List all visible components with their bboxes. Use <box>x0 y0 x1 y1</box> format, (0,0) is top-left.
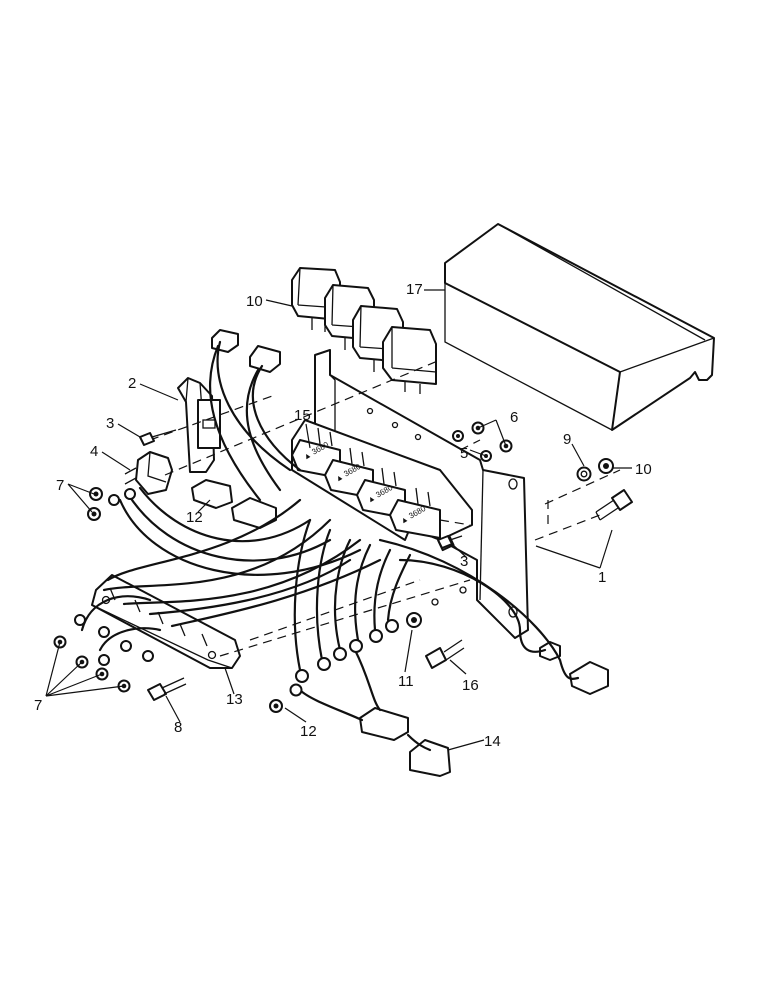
bolt-1 <box>595 489 633 521</box>
callout-7-upper: 7 <box>56 477 64 494</box>
connector-12-left-a <box>191 479 233 509</box>
callout-16: 16 <box>462 677 479 694</box>
callout-12-bottom: 14 <box>484 733 501 750</box>
relays-13 <box>291 267 437 394</box>
callout-7-lower: 7 <box>34 697 42 714</box>
washer-9 <box>576 466 592 482</box>
washer-4 <box>452 430 464 442</box>
ring-terminal <box>385 619 399 633</box>
callout-4: 5 <box>460 445 468 462</box>
screw-3-upper <box>139 429 177 446</box>
cover-17 <box>444 223 715 431</box>
callout-13: 10 <box>246 293 263 310</box>
ring-terminal <box>98 626 110 638</box>
ring-terminal <box>317 657 331 671</box>
nut-7 <box>117 679 131 693</box>
relay <box>382 326 437 394</box>
callout-3-upper: 3 <box>106 415 114 432</box>
clip-2 <box>177 377 221 473</box>
nut-11 <box>269 699 283 713</box>
ring-terminal <box>120 640 132 652</box>
callout-17: 17 <box>406 281 423 298</box>
connector-12-bottom-a <box>359 707 409 741</box>
callout-10-lower: 11 <box>398 673 414 690</box>
socket: ▲ 3680 <box>356 467 406 519</box>
ring-terminal <box>74 614 86 626</box>
callout-10-right: 10 <box>635 461 652 478</box>
nut-7 <box>89 487 103 501</box>
bolt-8 <box>147 677 187 701</box>
connector-right-b <box>569 661 609 695</box>
callout-2: 2 <box>128 375 136 392</box>
ring-terminal <box>333 647 347 661</box>
socket: ▲ 3680 <box>389 487 441 539</box>
washer <box>124 488 136 500</box>
callout-15: 13 <box>226 691 243 708</box>
hidden-lines <box>149 359 621 657</box>
relay-sockets-14: ▲ 3680 ▲ 3680 ▲ 3680 ▲ 3680 <box>291 419 473 552</box>
callout-11: 12 <box>300 723 317 740</box>
callout-labels: 10 17 2 3 15 6 5 9 10 4 7 12 3 1 7 13 8 … <box>34 281 652 750</box>
flasher-unit-6 <box>124 451 173 495</box>
ring-terminal <box>349 639 363 653</box>
connector-12-left-b <box>231 497 277 529</box>
washer <box>289 683 303 697</box>
nut-10 <box>406 612 422 628</box>
callout-12-left: 12 <box>186 509 203 526</box>
callout-5: 6 <box>510 409 518 426</box>
callout-8: 8 <box>174 719 182 736</box>
nut-10 <box>598 458 614 474</box>
callout-3-lower: 3 <box>460 553 468 570</box>
callout-14: 15 <box>294 407 311 424</box>
ring-terminal <box>295 669 309 683</box>
washer <box>108 494 120 506</box>
screw-3-lower <box>437 535 463 549</box>
ring-terminal <box>142 650 154 662</box>
wire-harness <box>80 340 580 752</box>
callout-1: 1 <box>598 569 606 586</box>
ring-terminal <box>98 654 110 666</box>
callout-9: 9 <box>563 431 571 448</box>
callout-6: 4 <box>90 443 98 460</box>
hardware <box>53 421 633 713</box>
connector-top-mid <box>249 345 281 373</box>
ring-terminal <box>369 629 383 643</box>
bolt-16 <box>425 639 465 669</box>
leader-lines <box>45 289 632 751</box>
connector-12-bottom-b <box>409 739 451 777</box>
